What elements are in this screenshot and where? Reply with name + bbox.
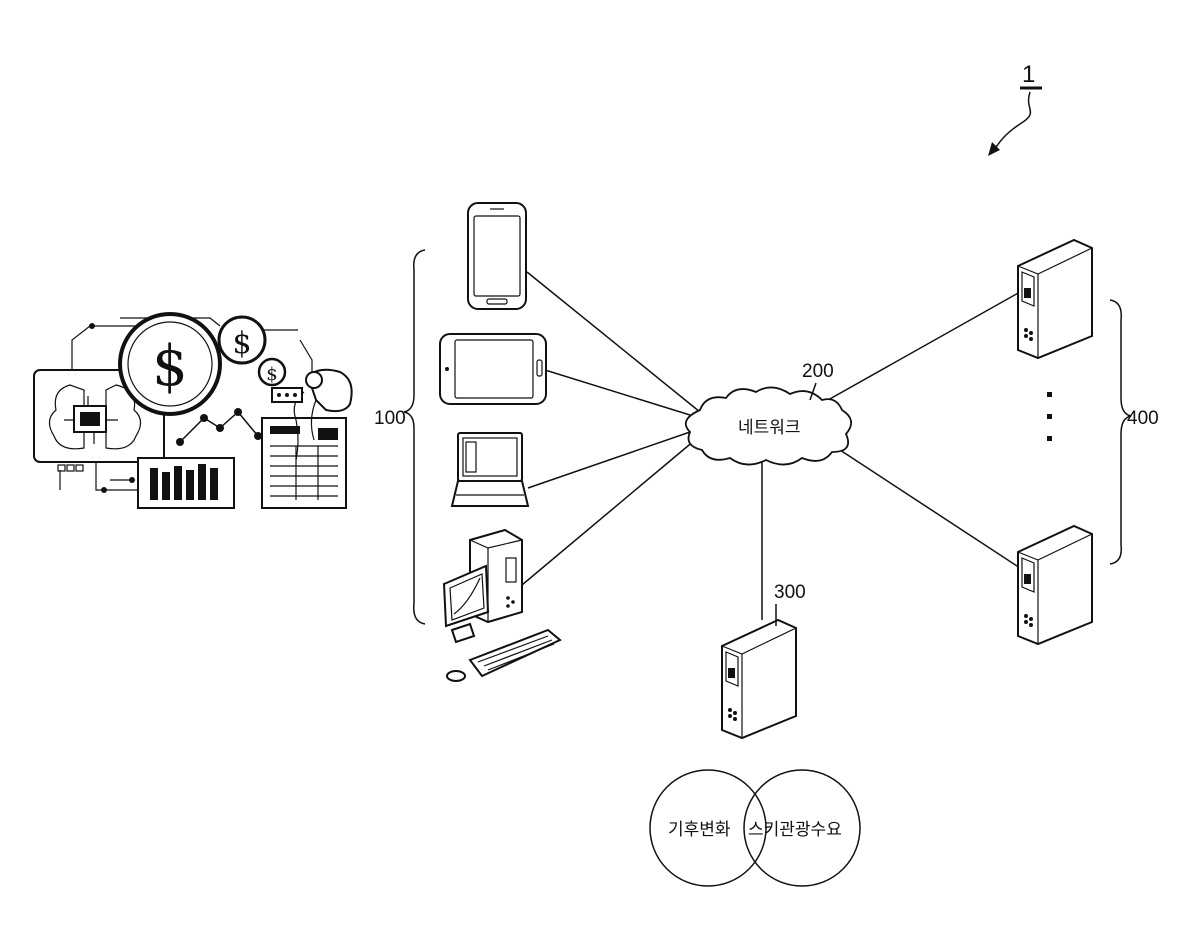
ellipsis-dots [1047, 392, 1052, 441]
figure-ref-label: 1 [1022, 61, 1035, 88]
external-server-bottom [1018, 526, 1092, 644]
venn-diagram: 기후변화 스키관광수요 [650, 770, 860, 886]
fintech-illustration-icon: $ $ $ [34, 314, 352, 508]
svg-text:$: $ [232, 326, 251, 361]
network-label: 네트워크 [738, 418, 801, 438]
network-cloud: 네트워크 [686, 387, 851, 464]
svg-text:$: $ [152, 334, 188, 399]
smartphone-icon [468, 203, 526, 309]
venn-right-label: 스키관광수요 [748, 820, 842, 840]
external-servers-brace [1110, 300, 1131, 564]
external-server-top [1018, 240, 1092, 358]
svg-text:$: $ [266, 364, 277, 385]
venn-left-label: 기후변화 [668, 820, 731, 840]
figure-ref-arrow [994, 92, 1030, 150]
server-label: 300 [774, 582, 806, 603]
tablet-icon [440, 334, 546, 404]
user-devices-label: 100 [374, 408, 406, 429]
laptop-icon [452, 433, 528, 506]
desktop-pc-icon [444, 530, 560, 681]
network-ref-label: 200 [802, 361, 834, 382]
user-devices-brace [404, 250, 425, 624]
server-tower-icon [722, 620, 796, 738]
external-servers-label: 400 [1127, 408, 1159, 429]
